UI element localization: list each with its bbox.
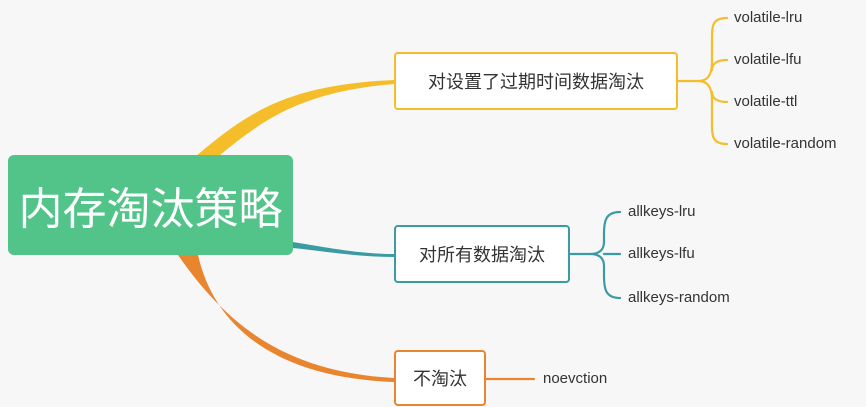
- branch-1-leaf-connectors: [676, 16, 729, 146]
- connector-root-to-branch-2: [293, 242, 394, 257]
- branch-node-no-eviction[interactable]: 不淘汰: [394, 350, 486, 406]
- branch-label: 对所有数据淘汰: [419, 245, 545, 265]
- leaf-volatile-lru[interactable]: volatile-lru: [734, 9, 803, 26]
- leaf-volatile-random[interactable]: volatile-random: [734, 135, 837, 152]
- branch-label: 对设置了过期时间数据淘汰: [428, 72, 644, 92]
- connector-root-to-branch-3: [178, 255, 394, 382]
- leaf-allkeys-lfu[interactable]: allkeys-lfu: [628, 245, 695, 262]
- leaf-allkeys-lru[interactable]: allkeys-lru: [628, 203, 696, 220]
- root-label: 内存淘汰策略: [18, 185, 283, 234]
- leaf-noevction[interactable]: noevction: [543, 370, 608, 387]
- leaf-allkeys-random[interactable]: allkeys-random: [628, 289, 730, 306]
- branch-node-all-keys[interactable]: 对所有数据淘汰: [394, 225, 570, 283]
- branch-label: 不淘汰: [413, 369, 467, 389]
- branch-node-expiring-keys[interactable]: 对设置了过期时间数据淘汰: [394, 52, 678, 110]
- connector-root-to-branch-1: [195, 80, 394, 160]
- root-node[interactable]: 内存淘汰策略: [8, 155, 293, 255]
- leaf-volatile-lfu[interactable]: volatile-lfu: [734, 51, 802, 68]
- branch-2-leaf-connectors: [568, 210, 622, 300]
- leaf-volatile-ttl[interactable]: volatile-ttl: [734, 93, 798, 110]
